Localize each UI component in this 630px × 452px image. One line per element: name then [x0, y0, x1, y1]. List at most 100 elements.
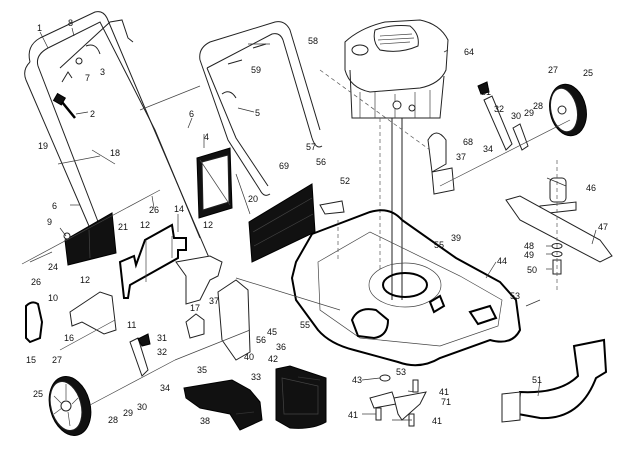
callout-38: 38	[200, 416, 210, 426]
callout-15: 15	[26, 355, 36, 365]
callout-32-right: 32	[494, 104, 504, 114]
callout-30-left: 30	[137, 402, 147, 412]
callout-59: 59	[251, 65, 261, 75]
bracket-40	[217, 279, 251, 361]
callout-69: 69	[279, 161, 289, 171]
bracket-16	[69, 291, 117, 335]
callout-21: 21	[118, 222, 128, 232]
callout-18: 18	[110, 148, 120, 158]
callout-17: 17	[190, 303, 200, 313]
hardware-bottom	[369, 374, 427, 427]
bracket-14	[118, 223, 187, 299]
rear-wheel	[48, 376, 92, 436]
plate-35	[185, 313, 205, 339]
rear-door	[248, 183, 316, 263]
callout-12-right: 12	[203, 220, 213, 230]
callout-41-right: 41	[439, 387, 449, 397]
callout-8: 8	[68, 18, 73, 28]
callout-44: 44	[497, 256, 507, 266]
bracket-71	[393, 391, 427, 421]
deflector-52	[319, 200, 345, 215]
callout-14: 14	[174, 204, 184, 214]
callout-34-left: 34	[160, 383, 170, 393]
callout-41-bottom: 41	[432, 416, 442, 426]
callout-2: 2	[90, 109, 95, 119]
callout-34-right: 34	[483, 144, 493, 154]
callout-6-upper: 6	[189, 109, 194, 119]
discharge-chute	[275, 365, 327, 429]
callout-33: 33	[251, 372, 261, 382]
callout-10: 10	[48, 293, 58, 303]
callout-71: 71	[441, 397, 451, 407]
callout-47: 47	[598, 222, 608, 232]
callout-6-lower: 6	[52, 201, 57, 211]
callout-51: 51	[532, 375, 542, 385]
callout-68: 68	[463, 137, 473, 147]
callout-56-lower: 56	[256, 335, 266, 345]
callout-39: 39	[451, 233, 461, 243]
callout-48: 48	[524, 241, 534, 251]
callout-27-left: 27	[52, 355, 62, 365]
mower-deck	[290, 209, 522, 367]
bracket-17	[175, 255, 223, 305]
lower-handle	[199, 21, 323, 196]
cable-control	[52, 92, 76, 119]
callout-3: 3	[100, 67, 105, 77]
callout-41-left: 41	[348, 410, 358, 420]
callout-12-mid: 12	[140, 220, 150, 230]
callout-55-lower: 55	[300, 320, 310, 330]
callout-64: 64	[464, 47, 474, 57]
callout-50: 50	[527, 265, 537, 275]
callout-52: 52	[340, 176, 350, 186]
height-adjuster-right	[427, 81, 529, 195]
callout-24: 24	[48, 262, 58, 272]
cable-clip	[75, 44, 101, 65]
nut-7	[75, 57, 83, 65]
bolt-59	[227, 43, 267, 65]
mulch-plug	[501, 338, 608, 423]
callout-1: 1	[37, 23, 42, 33]
callout-28-right: 28	[533, 101, 543, 111]
callout-53-bottom: 53	[396, 367, 406, 377]
front-wheel	[549, 83, 587, 137]
engine	[344, 19, 449, 300]
callout-46: 46	[586, 183, 596, 193]
adapter-46	[549, 177, 567, 203]
callout-4: 4	[204, 132, 209, 142]
callout-26-upper: 26	[149, 205, 159, 215]
callout-37-left: 37	[209, 296, 219, 306]
callout-26-lower: 26	[31, 277, 41, 287]
callout-28-left: 28	[108, 415, 118, 425]
callout-20: 20	[248, 194, 258, 204]
callout-29-right: 29	[524, 108, 534, 118]
grass-bag-frame	[196, 147, 233, 219]
assembly-lines	[21, 69, 571, 406]
bracket-39-top	[427, 132, 447, 173]
callout-37-right: 37	[456, 152, 466, 162]
callout-35: 35	[197, 365, 207, 375]
callout-55-upper: 55	[434, 240, 444, 250]
callout-19: 19	[38, 141, 48, 151]
callout-25-left: 25	[33, 389, 43, 399]
callout-42: 42	[268, 354, 278, 364]
blade-47	[505, 195, 613, 263]
callout-45: 45	[267, 327, 277, 337]
callout-5: 5	[255, 108, 260, 118]
callout-16: 16	[64, 333, 74, 343]
callout-11: 11	[127, 320, 136, 330]
callout-57: 57	[306, 142, 316, 152]
callout-31-left: 31	[157, 333, 167, 343]
height-adjuster-left	[129, 279, 251, 377]
callout-31-right: 31	[481, 87, 491, 97]
callout-49: 49	[524, 250, 534, 260]
callout-40: 40	[244, 352, 254, 362]
bracket-15	[25, 301, 44, 344]
blade-assembly	[505, 160, 613, 290]
callout-36: 36	[276, 342, 286, 352]
leader-lines	[39, 27, 597, 421]
callout-labels: 1 2 3 4 5 6 6 7 8 9 10 11 12 12 12 14 15…	[26, 18, 608, 426]
callout-56-upper: 56	[316, 157, 326, 167]
callout-32-left: 32	[157, 347, 167, 357]
discharge-cover	[183, 379, 263, 431]
callout-30-right: 30	[511, 111, 521, 121]
